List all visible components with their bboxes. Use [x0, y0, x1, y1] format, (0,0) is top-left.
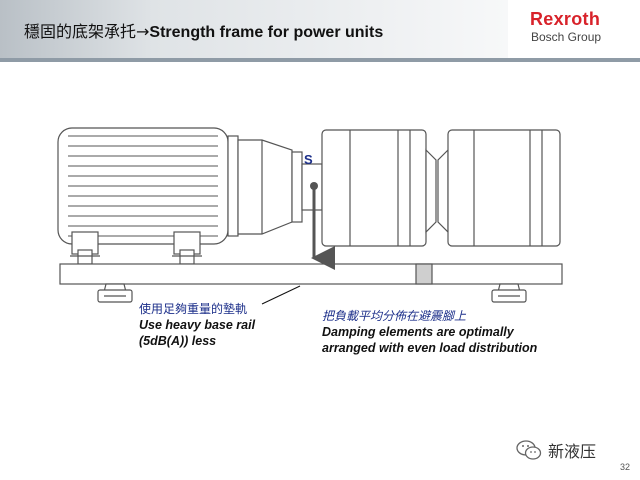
- motor-foot-left: [70, 231, 100, 265]
- damping-foot-right: [491, 283, 527, 303]
- coupling: [291, 151, 303, 223]
- title-arrow: →: [136, 22, 150, 41]
- motor-cooling-fins: [68, 135, 218, 237]
- bell-housing: [237, 139, 293, 235]
- rexroth-logo: Rexroth: [530, 9, 601, 29]
- rail-block: [415, 263, 433, 285]
- damping-note-line1: Damping elements are optimally: [322, 325, 514, 339]
- base-rail-note-line1: Use heavy base rail: [139, 318, 256, 332]
- pump-two-flange: [437, 148, 449, 234]
- bell-housing-flange: [227, 135, 239, 237]
- force-label: S: [304, 152, 313, 167]
- base-rail-note: 使用足夠重量的墊軌 Use heavy base rail (5dB(A)) l…: [139, 301, 255, 349]
- slide-header: 穩固的底架承托→Strength frame for power units R…: [0, 0, 640, 62]
- slide-title: 穩固的底架承托→Strength frame for power units: [24, 18, 383, 42]
- damping-note-cjk: 把負載平均分佈在避震腳上: [322, 309, 467, 323]
- force-point: [310, 182, 318, 190]
- bosch-group-label: Bosch Group: [531, 30, 602, 44]
- page-number: 32: [620, 462, 631, 472]
- footer-brand: 新液压: [516, 438, 596, 462]
- title-english: Strength frame for power units: [149, 24, 384, 41]
- motor-foot-right: [172, 231, 202, 265]
- base-rail-note-cjk: 使用足夠重量的墊軌: [139, 302, 248, 316]
- footer-brand-text: 新液压: [548, 442, 597, 461]
- base-rail-leader: [261, 285, 301, 305]
- pump-one-flange: [425, 148, 437, 234]
- wechat-icon: [516, 440, 542, 460]
- base-rail-note-line2: (5dB(A)) less: [139, 334, 217, 348]
- title-band: [0, 0, 508, 58]
- damping-note-line2: arranged with even load distribution: [322, 341, 538, 355]
- damping-foot-left: [97, 283, 133, 303]
- base-rail: [59, 263, 563, 285]
- title-cjk: 穩固的底架承托: [24, 22, 137, 41]
- pump-two: [447, 129, 561, 247]
- damping-note: 把負載平均分佈在避震腳上 Damping elements are optima…: [322, 308, 537, 356]
